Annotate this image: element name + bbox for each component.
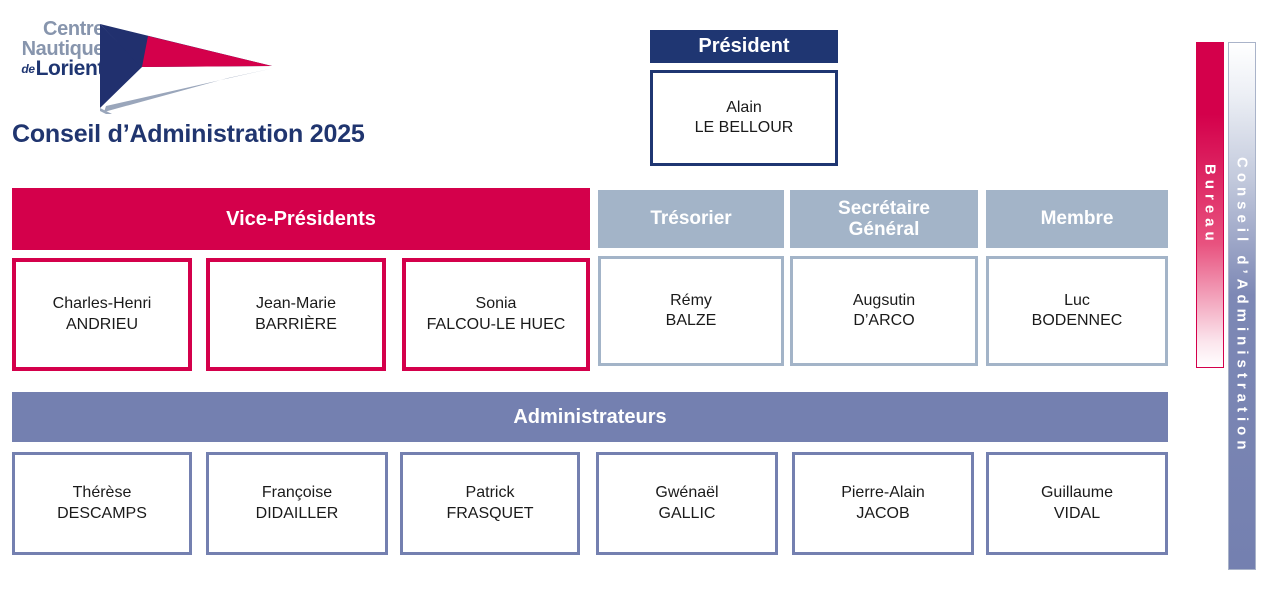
secretaire-general-last-name: D’ARCO bbox=[853, 312, 915, 329]
band-secretaire-general-line1: Secrétaire bbox=[838, 197, 930, 219]
administrateur-6-first-name: Guillaume bbox=[1040, 484, 1114, 502]
side-bar-bureau-label: Bureau bbox=[1201, 164, 1219, 246]
vice-president-3-first-name: Sonia bbox=[475, 295, 517, 313]
band-president: Président bbox=[650, 30, 838, 63]
card-president[interactable]: Alain LE BELLOUR bbox=[650, 70, 838, 166]
card-vice-president-2-name: Jean-Marie BARRIÈRE bbox=[255, 294, 337, 335]
page-title: Conseil d’Administration 2025 bbox=[12, 120, 365, 148]
band-membre: Membre bbox=[986, 190, 1168, 248]
card-administrateur-4[interactable]: Gwénaël GALLIC bbox=[596, 452, 778, 555]
band-vice-presidents-label: Vice-Présidents bbox=[226, 207, 376, 230]
card-tresorier-name: Rémy BALZE bbox=[666, 291, 717, 332]
side-bar-conseil-administration: Conseil d’Administration bbox=[1228, 42, 1256, 570]
logo-wordmark: Centre Nautique deLorient bbox=[12, 18, 105, 81]
band-secretaire-general-line2: Général bbox=[848, 219, 920, 240]
administrateur-3-last-name: FRASQUET bbox=[446, 504, 534, 522]
president-last-name: LE BELLOUR bbox=[694, 119, 794, 136]
administrateur-2-first-name: Françoise bbox=[261, 484, 333, 502]
band-president-label: Président bbox=[698, 35, 790, 58]
club-logo: Centre Nautique deLorient bbox=[8, 8, 274, 116]
card-administrateur-6[interactable]: Guillaume VIDAL bbox=[986, 452, 1168, 555]
administrateur-6-last-name: VIDAL bbox=[1053, 504, 1101, 522]
card-secretaire-general-name: Augsutin D’ARCO bbox=[853, 291, 915, 332]
logo-word-lorient: Lorient bbox=[35, 57, 105, 81]
card-membre-name: Luc BODENNEC bbox=[1032, 291, 1123, 332]
administrateur-2-last-name: DIDAILLER bbox=[255, 504, 339, 522]
burgee-pennant-flag-icon bbox=[100, 24, 274, 114]
card-vice-president-3-name: Sonia FALCOU-LE HUEC bbox=[427, 294, 566, 335]
administrateur-4-first-name: Gwénaël bbox=[655, 484, 719, 502]
card-vice-president-1-name: Charles-Henri ANDRIEU bbox=[53, 294, 152, 335]
side-bar-bureau: Bureau bbox=[1196, 42, 1224, 368]
administrateur-1-first-name: Thérèse bbox=[72, 484, 132, 502]
tresorier-first-name: Rémy bbox=[670, 291, 712, 309]
president-first-name: Alain bbox=[726, 98, 762, 116]
card-vice-president-1[interactable]: Charles-Henri ANDRIEU bbox=[12, 258, 192, 371]
administrateur-3-first-name: Patrick bbox=[465, 484, 515, 502]
card-administrateur-5[interactable]: Pierre-Alain JACOB bbox=[792, 452, 974, 555]
card-administrateur-6-name: Guillaume VIDAL bbox=[1041, 483, 1113, 524]
card-vice-president-2[interactable]: Jean-Marie BARRIÈRE bbox=[206, 258, 386, 371]
band-membre-label: Membre bbox=[1040, 208, 1114, 230]
logo-line-lorient: deLorient bbox=[12, 57, 105, 81]
card-administrateur-3-name: Patrick FRASQUET bbox=[446, 483, 533, 524]
vice-president-3-last-name: FALCOU-LE HUEC bbox=[426, 315, 566, 333]
card-secretaire-general[interactable]: Augsutin D’ARCO bbox=[790, 256, 978, 366]
logo-word-de: de bbox=[21, 62, 35, 77]
vice-president-2-first-name: Jean-Marie bbox=[255, 295, 336, 313]
card-tresorier[interactable]: Rémy BALZE bbox=[598, 256, 784, 366]
card-vice-president-3[interactable]: Sonia FALCOU-LE HUEC bbox=[402, 258, 590, 371]
vice-president-1-last-name: ANDRIEU bbox=[65, 315, 138, 333]
card-administrateur-1[interactable]: Thérèse DESCAMPS bbox=[12, 452, 192, 555]
card-administrateur-4-name: Gwénaël GALLIC bbox=[655, 483, 718, 524]
administrateur-4-last-name: GALLIC bbox=[658, 504, 716, 522]
tresorier-last-name: BALZE bbox=[665, 312, 717, 329]
card-membre[interactable]: Luc BODENNEC bbox=[986, 256, 1168, 366]
administrateur-5-last-name: JACOB bbox=[856, 504, 910, 522]
vice-president-2-last-name: BARRIÈRE bbox=[255, 315, 337, 333]
administrateur-1-last-name: DESCAMPS bbox=[57, 504, 147, 522]
band-vice-presidents: Vice-Présidents bbox=[12, 188, 590, 250]
administrateur-5-first-name: Pierre-Alain bbox=[841, 484, 925, 502]
vice-president-1-first-name: Charles-Henri bbox=[52, 295, 152, 313]
band-tresorier-label: Trésorier bbox=[650, 208, 732, 230]
side-bar-conseil-administration-label: Conseil d’Administration bbox=[1233, 157, 1251, 455]
membre-first-name: Luc bbox=[1064, 291, 1090, 309]
card-administrateur-2[interactable]: Françoise DIDAILLER bbox=[206, 452, 388, 555]
card-administrateur-3[interactable]: Patrick FRASQUET bbox=[400, 452, 580, 555]
secretaire-general-first-name: Augsutin bbox=[852, 291, 916, 309]
logo-line-nautique: Nautique bbox=[21, 37, 105, 60]
band-tresorier: Trésorier bbox=[598, 190, 784, 248]
membre-last-name: BODENNEC bbox=[1031, 312, 1123, 329]
band-administrateurs: Administrateurs bbox=[12, 392, 1168, 442]
card-president-name: Alain LE BELLOUR bbox=[695, 98, 794, 139]
band-secretaire-general: Secrétaire Général bbox=[790, 190, 978, 248]
band-administrateurs-label: Administrateurs bbox=[513, 405, 667, 428]
card-administrateur-2-name: Françoise DIDAILLER bbox=[256, 483, 339, 524]
band-secretaire-general-label: Secrétaire Général bbox=[838, 198, 930, 241]
logo-line-centre: Centre bbox=[43, 18, 104, 40]
card-administrateur-5-name: Pierre-Alain JACOB bbox=[841, 483, 925, 524]
card-administrateur-1-name: Thérèse DESCAMPS bbox=[57, 483, 147, 524]
